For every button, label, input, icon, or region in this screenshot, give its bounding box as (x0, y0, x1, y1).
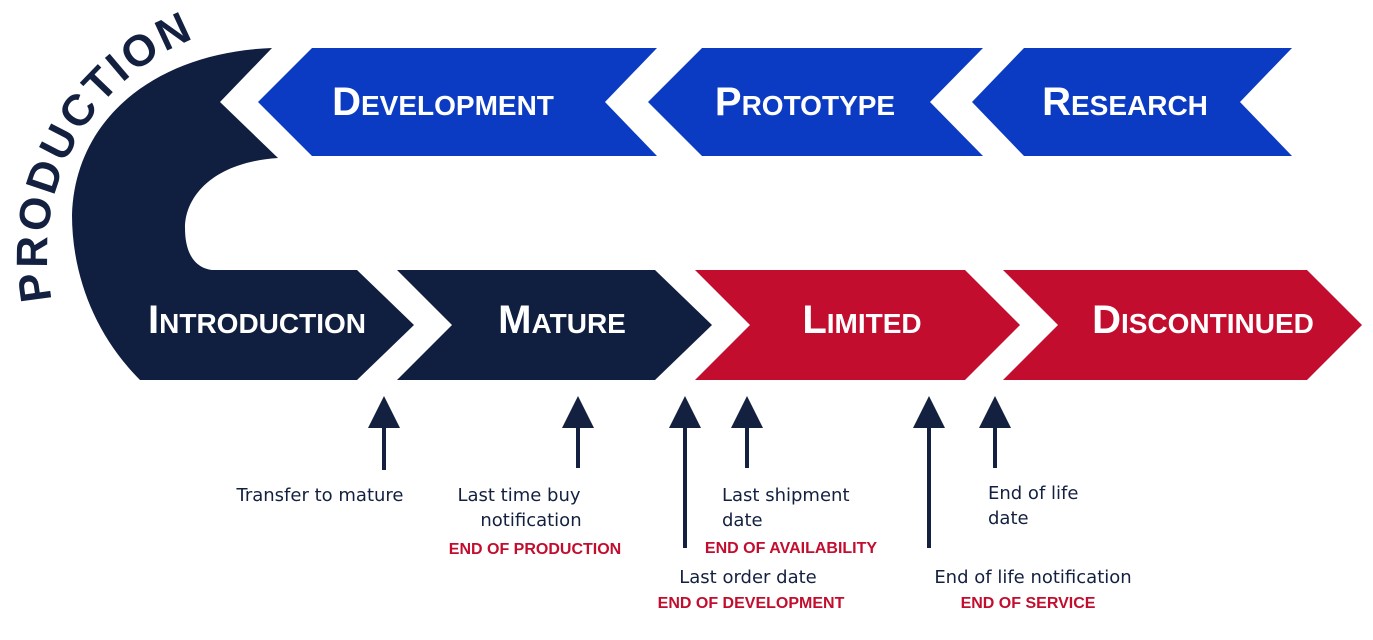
stage-research-label: Research (1042, 80, 1208, 124)
stage-mature-label: Mature (498, 298, 626, 342)
milestone-eol-date: End of life (988, 483, 1078, 504)
stage-discontinued-label: Discontinued (1092, 298, 1314, 342)
stage-limited (695, 270, 1020, 380)
stage-introduction (72, 48, 414, 380)
milestone-last-order: Last order date (679, 567, 817, 588)
stage-research (972, 48, 1292, 156)
stage-development-label: Development (332, 80, 554, 124)
milestone-last-time-buy: Last time buy (457, 485, 580, 506)
end-of-service: END OF SERVICE (961, 595, 1096, 612)
milestone-last-shipment-2: date (722, 510, 763, 531)
stage-mature (397, 270, 712, 380)
milestone-last-time-buy-2: notification (480, 510, 581, 531)
end-of-availability: END OF AVAILABILITY (705, 540, 877, 557)
milestone-eol-date-2: date (988, 508, 1029, 529)
stage-development (258, 48, 657, 156)
milestone-eol-notification: End of life notification (934, 567, 1131, 588)
end-of-development: END OF DEVELOPMENT (658, 595, 845, 612)
stage-prototype-label: Prototype (715, 80, 895, 124)
end-of-production: END OF PRODUCTION (449, 541, 621, 558)
milestone-transfer: Transfer to mature (235, 485, 403, 506)
stage-introduction-label: Introduction (148, 298, 366, 342)
stage-prototype (648, 48, 983, 156)
stage-discontinued (1003, 270, 1362, 380)
milestone-last-shipment: Last shipment (722, 485, 850, 506)
stage-limited-label: Limited (802, 298, 921, 342)
